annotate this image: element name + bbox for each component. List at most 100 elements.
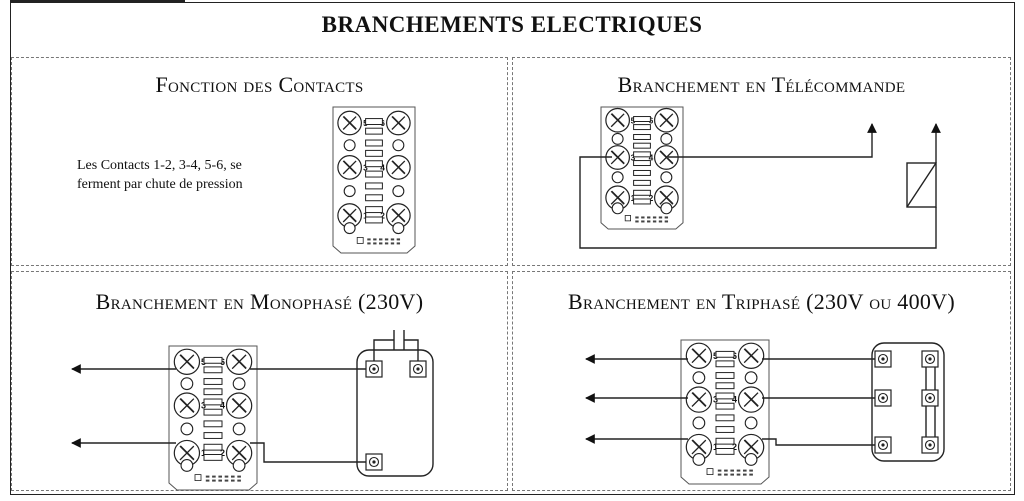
marking-tick	[367, 242, 371, 245]
wire-telecommande-5	[579, 156, 937, 249]
marking-tick	[218, 479, 222, 482]
hole-left-1	[692, 371, 706, 385]
wire-telecommande-6	[668, 123, 877, 158]
motor-terminal-mono-b	[409, 360, 427, 378]
panel-telecommande: Branchement en Télécommande	[512, 57, 1011, 266]
marking-tick	[384, 238, 389, 241]
hole-right-3	[660, 202, 673, 215]
terminal-label-1: 1	[631, 193, 636, 203]
motor-terminal-tri-y	[921, 389, 939, 407]
motor-terminal-tri-x	[921, 350, 939, 368]
contact-bar	[203, 432, 223, 439]
motor-terminal-tri-z	[921, 436, 939, 454]
panel-contacts: Fonction des Contacts Les Contacts 1-2, …	[11, 57, 508, 266]
contact-bar	[633, 169, 651, 176]
terminal-label-4: 4	[220, 401, 225, 411]
marking-tick	[724, 473, 728, 476]
screw-6	[737, 342, 765, 369]
hole-right-2	[232, 422, 246, 436]
hole-right-1	[392, 139, 405, 152]
screw-4	[225, 392, 253, 419]
marking-tick	[396, 238, 401, 241]
motor-body-mono	[356, 349, 434, 477]
hole-right-1	[232, 377, 246, 391]
marking-tick	[664, 216, 669, 219]
screw-4	[737, 386, 765, 413]
screw-3	[337, 155, 362, 180]
marking-tick	[231, 479, 235, 482]
contact-bar	[203, 454, 223, 461]
contact-bar	[715, 448, 735, 455]
marking-tick	[749, 473, 753, 476]
marking-tick	[641, 220, 645, 223]
contact-bar	[633, 189, 651, 196]
marking-tick	[635, 216, 639, 219]
hole-left-1	[180, 377, 194, 391]
marking-tick	[717, 473, 722, 476]
monophase-wiring	[71, 330, 434, 477]
marking-tick	[373, 242, 377, 245]
hole-left-2	[692, 416, 706, 430]
contact-bar	[715, 392, 735, 400]
hole-left-1	[611, 132, 624, 145]
contact-bar	[203, 443, 223, 451]
ground-mark	[624, 215, 632, 222]
screw-6	[225, 348, 253, 375]
contact-bar	[633, 142, 651, 149]
marking-tick	[658, 220, 663, 223]
panel-triphase-title: Branchement en Triphasé (230V ou 400V)	[568, 289, 955, 314]
marking-tick	[384, 242, 389, 245]
marking-tick	[736, 473, 741, 476]
top-rule	[10, 0, 185, 2]
marking-tick	[652, 216, 657, 219]
marking-tick	[749, 469, 753, 472]
terminal-label-1: 1	[713, 442, 718, 452]
marking-tick	[641, 216, 645, 219]
panel-contacts-title: Fonction des Contacts	[155, 72, 364, 97]
terminal-label-1: 1	[201, 448, 206, 458]
hole-right-1	[660, 132, 673, 145]
contact-bar	[715, 426, 735, 433]
marking-tick	[647, 220, 651, 223]
screw-5	[685, 342, 713, 369]
contacts-note: Les Contacts 1-2, 3-4, 5-6, se ferment p…	[77, 156, 305, 194]
hole-right-3	[744, 453, 758, 466]
marking-tick	[730, 473, 734, 476]
hole-right-3	[392, 222, 405, 235]
hole-left-2	[343, 185, 356, 198]
hole-right-2	[392, 185, 405, 198]
marking-tick	[647, 216, 651, 219]
marking-tick	[205, 475, 210, 478]
contact-bar	[633, 198, 651, 205]
marking-tick	[237, 475, 241, 478]
marking-tick	[224, 479, 229, 482]
contact-bar	[715, 372, 735, 379]
motor-terminal-tri-w	[874, 436, 892, 454]
ground-mark	[194, 474, 202, 481]
terminal-label-3: 3	[713, 395, 718, 405]
hole-left-1	[343, 139, 356, 152]
contact-bar	[633, 134, 651, 140]
marking-tick	[224, 475, 229, 478]
hole-right-2	[660, 171, 673, 184]
contact-bar	[365, 182, 383, 190]
marking-tick	[652, 220, 657, 223]
marking-tick	[390, 238, 395, 241]
terminal-label-2: 2	[380, 211, 385, 221]
terminal-label-1: 1	[363, 211, 368, 221]
marking-tick	[237, 479, 241, 482]
marking-tick	[212, 475, 216, 478]
hole-right-3	[232, 459, 246, 472]
contact-bar	[633, 179, 651, 186]
contact-bar	[365, 127, 383, 135]
marking-tick	[212, 479, 216, 482]
hole-left-3	[343, 222, 356, 235]
screw-5	[173, 348, 201, 375]
ground-mark	[706, 468, 714, 475]
marking-tick	[367, 238, 371, 241]
capacitor-wire	[373, 339, 419, 362]
screw-3	[685, 386, 713, 413]
